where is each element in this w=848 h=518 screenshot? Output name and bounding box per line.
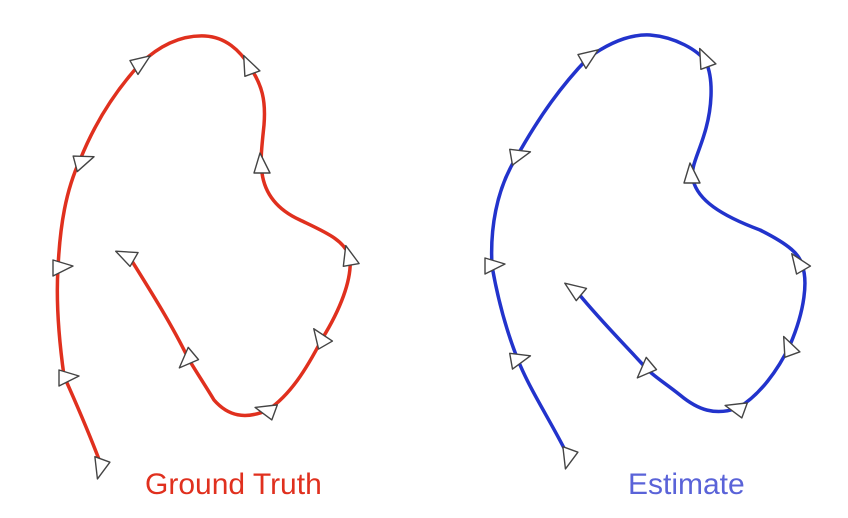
camera-pose-icon xyxy=(342,244,360,267)
camera-pose-icon xyxy=(313,328,334,350)
camera-pose-icon xyxy=(129,55,151,76)
camera-pose-icon xyxy=(94,455,111,480)
ground-truth-trajectory xyxy=(55,34,352,464)
camera-pose-icon xyxy=(242,54,261,78)
camera-pose-icon xyxy=(564,282,588,302)
camera-pose-icon xyxy=(782,335,801,359)
estimate-trajectory xyxy=(489,33,807,454)
camera-pose-icon xyxy=(253,152,271,174)
ground-truth-label: Ground Truth xyxy=(145,468,322,501)
estimate-panel: Estimate xyxy=(484,33,812,501)
camera-pose-icon xyxy=(636,356,658,379)
camera-pose-icon xyxy=(115,250,139,268)
camera-pose-icon xyxy=(698,47,717,71)
camera-pose-icon xyxy=(683,162,701,184)
camera-pose-icon xyxy=(509,148,532,166)
camera-pose-icon xyxy=(724,402,749,419)
camera-pose-icon xyxy=(254,404,279,421)
camera-pose-icon xyxy=(52,259,74,277)
camera-pose-icon xyxy=(562,445,579,470)
camera-pose-icon xyxy=(72,155,95,173)
camera-pose-icon xyxy=(58,369,80,387)
camera-pose-icon xyxy=(791,253,812,275)
camera-pose-icon xyxy=(509,352,532,370)
ground-truth-pose-markers xyxy=(52,54,360,480)
estimate-pose-markers xyxy=(484,47,812,470)
estimate-label: Estimate xyxy=(628,468,745,501)
camera-pose-icon xyxy=(178,346,200,369)
camera-pose-icon xyxy=(484,257,506,275)
camera-pose-icon xyxy=(577,49,599,70)
ground-truth-panel: Ground Truth xyxy=(52,34,360,501)
